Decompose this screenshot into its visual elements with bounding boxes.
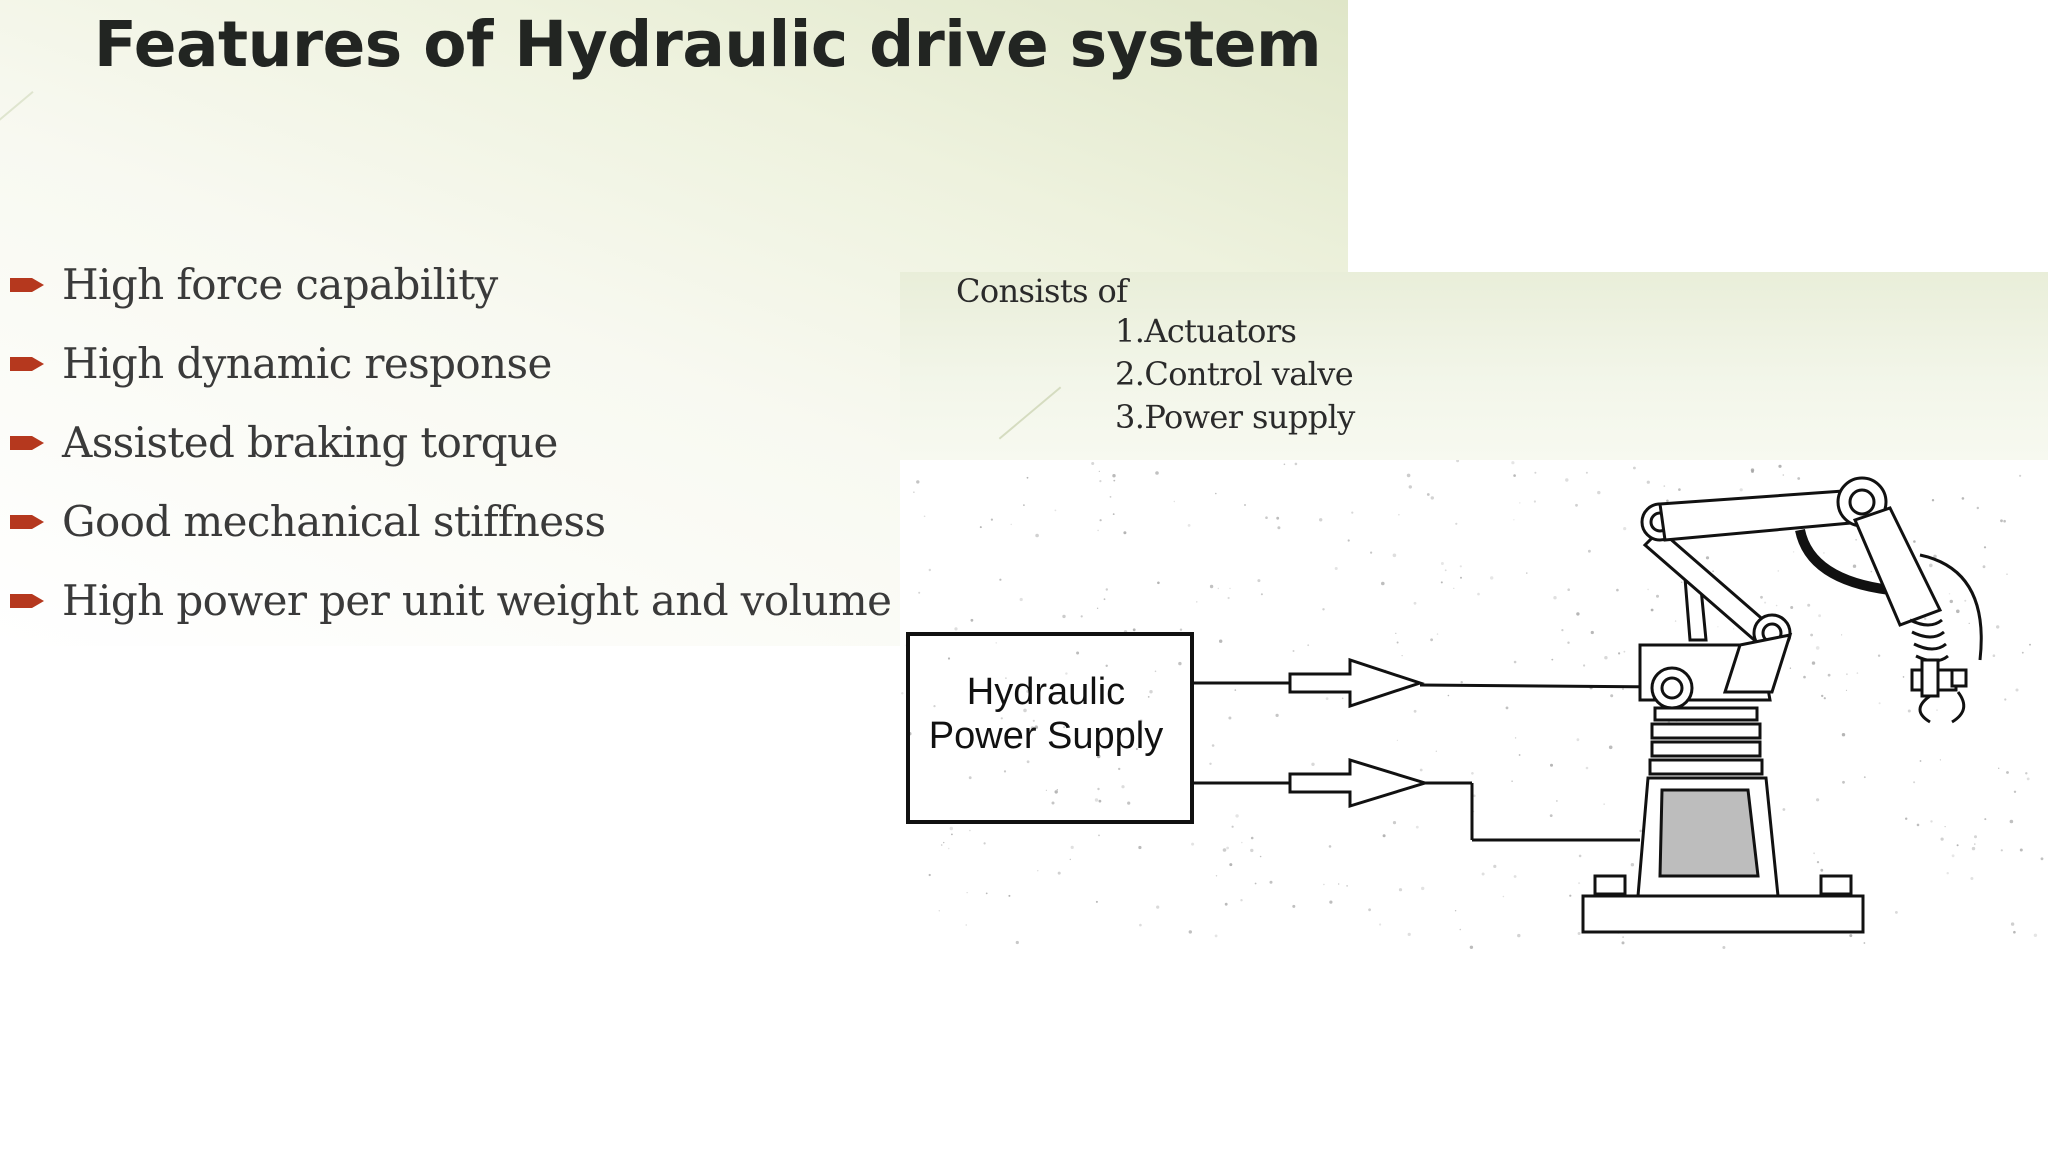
scan-noise <box>901 460 2044 949</box>
feature-label: High power per unit weight and volume <box>62 576 892 625</box>
features-list: High force capability High dynamic respo… <box>10 245 892 640</box>
supply-arrow-upper <box>1192 657 1661 709</box>
right-arrow-icon <box>10 277 44 292</box>
power-supply-label: Hydraulic Power Supply <box>906 670 1186 758</box>
feature-item: Good mechanical stiffness <box>10 482 891 561</box>
right-arrow-icon <box>10 356 44 371</box>
diagram-drawing <box>901 460 2044 949</box>
feature-label: High force capability <box>62 260 498 309</box>
component-item: 2.Control valve <box>1115 355 1354 393</box>
hydraulic-diagram: Hydraulic Power Supply <box>900 460 2048 952</box>
decorative-line <box>998 386 1062 440</box>
component-item: 1.Actuators <box>1115 312 1297 350</box>
feature-label: Assisted braking torque <box>62 418 558 467</box>
feature-item: High dynamic response <box>10 324 891 403</box>
supply-arrow-lower <box>1192 757 1640 842</box>
components-panel: Consists of 1.Actuators 2.Control valve … <box>900 272 2048 460</box>
consists-title: Consists of <box>956 272 1128 310</box>
robot-arm-icon <box>1581 476 1983 934</box>
right-arrow-icon <box>10 593 44 608</box>
feature-label: Good mechanical stiffness <box>62 497 606 546</box>
right-arrow-icon <box>10 435 44 450</box>
right-arrow-icon <box>10 514 44 529</box>
feature-item: High force capability <box>10 245 891 324</box>
feature-item: High power per unit weight and volume <box>10 561 892 640</box>
decorative-line <box>0 90 34 132</box>
feature-label: High dynamic response <box>62 339 552 388</box>
power-supply-box <box>906 632 1194 824</box>
component-item: 3.Power supply <box>1115 398 1355 436</box>
power-supply-label-line2: Power Supply <box>928 715 1164 757</box>
power-supply-label-line1: Hydraulic <box>966 671 1126 713</box>
slide-title: Features of Hydraulic drive system <box>93 8 1322 81</box>
feature-item: Assisted braking torque <box>10 403 891 482</box>
